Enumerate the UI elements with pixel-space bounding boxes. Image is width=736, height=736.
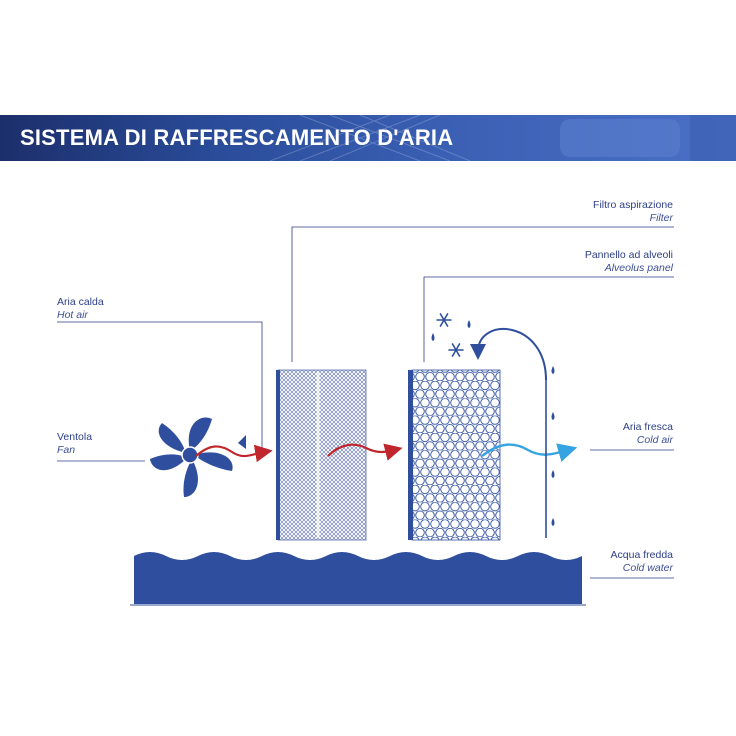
panel-leader	[423, 276, 674, 362]
leader-lines	[57, 226, 674, 579]
snowflake-icon	[436, 313, 452, 327]
water-basin	[130, 552, 586, 606]
fan-label-it: Ventola	[57, 431, 93, 443]
cold-air-arrow	[481, 443, 578, 462]
fan-label: Ventola Fan	[57, 431, 92, 457]
water-drops	[431, 320, 555, 526]
cold-water-label-it: Acqua fredda	[610, 549, 673, 561]
hot-air-label-en: Hot air	[57, 309, 88, 321]
snowflakes	[436, 313, 464, 357]
panel-label-en: Alveolus panel	[604, 262, 673, 274]
filter	[276, 369, 367, 541]
filter-frame	[276, 370, 280, 540]
filter-leader	[291, 226, 674, 362]
header-banner: SISTEMA DI RAFFRESCAMENTO D'ARIA	[0, 115, 736, 161]
cold-air-label: Aria fresca Cold air	[623, 421, 673, 447]
hot-air-label-it: Aria calda	[57, 296, 104, 308]
recirculation-arrow	[470, 328, 547, 381]
panel-hex	[411, 369, 501, 541]
filter-mesh	[277, 369, 367, 541]
cold-air-label-en: Cold air	[636, 434, 673, 446]
cold-air-label-it: Aria fresca	[622, 421, 673, 433]
drop-icon	[467, 320, 471, 328]
filter-label-it: Filtro aspirazione	[593, 199, 673, 211]
fan-blade	[158, 423, 186, 453]
filter-label: Filtro aspirazione Filter	[593, 199, 673, 225]
drop-icon	[551, 518, 555, 526]
drop-icon	[431, 333, 435, 341]
fan-blade	[183, 459, 198, 497]
page-title: SISTEMA DI RAFFRESCAMENTO D'ARIA	[20, 125, 454, 150]
cold-water-label-en: Cold water	[622, 562, 673, 574]
fan-icon	[150, 417, 246, 497]
drop-icon	[551, 412, 555, 420]
filter-label-en: Filter	[649, 212, 673, 224]
hot-air-label: Aria calda Hot air	[57, 296, 104, 322]
water-body	[134, 552, 582, 604]
banner-decoration	[269, 115, 736, 161]
filtered-air-arrow	[327, 443, 403, 461]
snowflake-icon	[448, 343, 464, 357]
panel-frame	[408, 370, 413, 540]
hot-air-leader	[57, 321, 263, 450]
alveolus-panel	[408, 369, 501, 541]
fan-label-en: Fan	[57, 444, 76, 456]
panel-label-it: Pannello ad alveoli	[584, 249, 673, 261]
panel-label: Pannello ad alveoli Alveolus panel	[585, 249, 673, 275]
drop-icon	[551, 366, 555, 374]
fan-blade	[188, 417, 212, 451]
hot-air-arrow	[195, 444, 273, 463]
fan-blade	[150, 454, 187, 471]
drop-icon	[551, 470, 555, 478]
fan-blade	[194, 452, 233, 471]
fan-mount	[238, 435, 246, 449]
cold-water-label: Acqua fredda Cold water	[611, 549, 673, 575]
